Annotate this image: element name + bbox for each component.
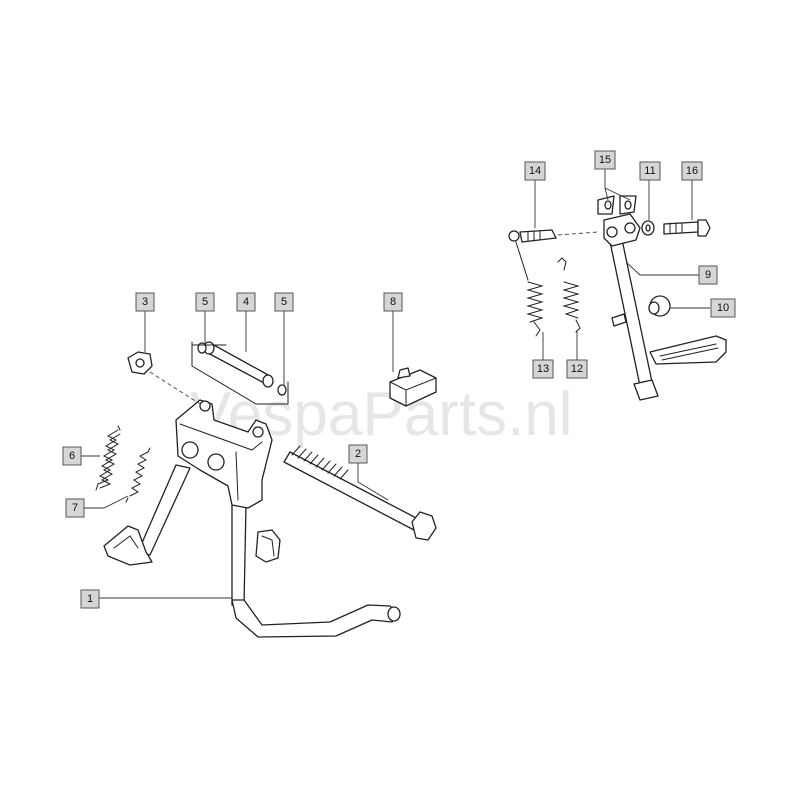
callout-12: 12 xyxy=(566,359,588,379)
callout-5-left: 5 xyxy=(195,292,215,312)
guide-lines-4-5 xyxy=(191,341,289,405)
callout-10: 10 xyxy=(710,298,736,318)
part-9-side-stand xyxy=(603,213,727,401)
svg-text:8: 8 xyxy=(390,296,396,308)
leader-lines xyxy=(80,168,710,599)
part-1-centre-stand xyxy=(103,399,401,638)
svg-text:7: 7 xyxy=(72,502,78,514)
assembly-dash-3 xyxy=(149,371,201,405)
callout-15: 15 xyxy=(594,150,616,170)
part-13-spring xyxy=(515,241,544,337)
svg-text:5: 5 xyxy=(281,296,287,308)
callout-7: 7 xyxy=(65,498,85,518)
svg-text:14: 14 xyxy=(529,165,541,177)
callout-4: 4 xyxy=(236,292,256,312)
svg-text:5: 5 xyxy=(202,296,208,308)
svg-text:1: 1 xyxy=(87,593,93,605)
callout-9: 9 xyxy=(698,265,718,285)
assembly-dash-14 xyxy=(557,231,599,236)
svg-text:2: 2 xyxy=(355,448,361,460)
svg-text:3: 3 xyxy=(142,296,148,308)
svg-text:6: 6 xyxy=(69,450,75,462)
callout-2: 2 xyxy=(348,444,368,464)
svg-text:9: 9 xyxy=(705,269,711,281)
part-2-bolt xyxy=(283,445,437,541)
part-5-ring-right xyxy=(277,384,287,396)
callout-13: 13 xyxy=(532,359,554,379)
svg-text:13: 13 xyxy=(537,363,549,375)
svg-text:12: 12 xyxy=(571,363,583,375)
svg-text:10: 10 xyxy=(717,302,729,314)
part-12-spring xyxy=(557,257,581,333)
callout-16: 16 xyxy=(681,161,703,181)
part-11-washer xyxy=(641,220,655,236)
part-6-spring xyxy=(95,425,121,491)
callout-5-right: 5 xyxy=(274,292,294,312)
part-15-brackets xyxy=(597,195,637,215)
callout-1: 1 xyxy=(80,589,100,609)
part-8-block xyxy=(389,367,437,407)
svg-text:11: 11 xyxy=(644,165,655,177)
svg-text:4: 4 xyxy=(243,296,249,308)
part-3-nut xyxy=(127,351,153,375)
callout-3: 3 xyxy=(135,292,155,312)
callout-8: 8 xyxy=(383,292,403,312)
callout-6: 6 xyxy=(62,446,82,466)
part-7-spring xyxy=(125,447,151,503)
callout-14: 14 xyxy=(524,161,546,181)
svg-text:16: 16 xyxy=(686,165,698,177)
svg-text:15: 15 xyxy=(599,154,611,166)
callout-11: 11 xyxy=(639,161,661,181)
part-14-pin xyxy=(508,229,557,243)
part-16-bolt xyxy=(663,219,711,237)
part-10-bush xyxy=(648,295,671,317)
